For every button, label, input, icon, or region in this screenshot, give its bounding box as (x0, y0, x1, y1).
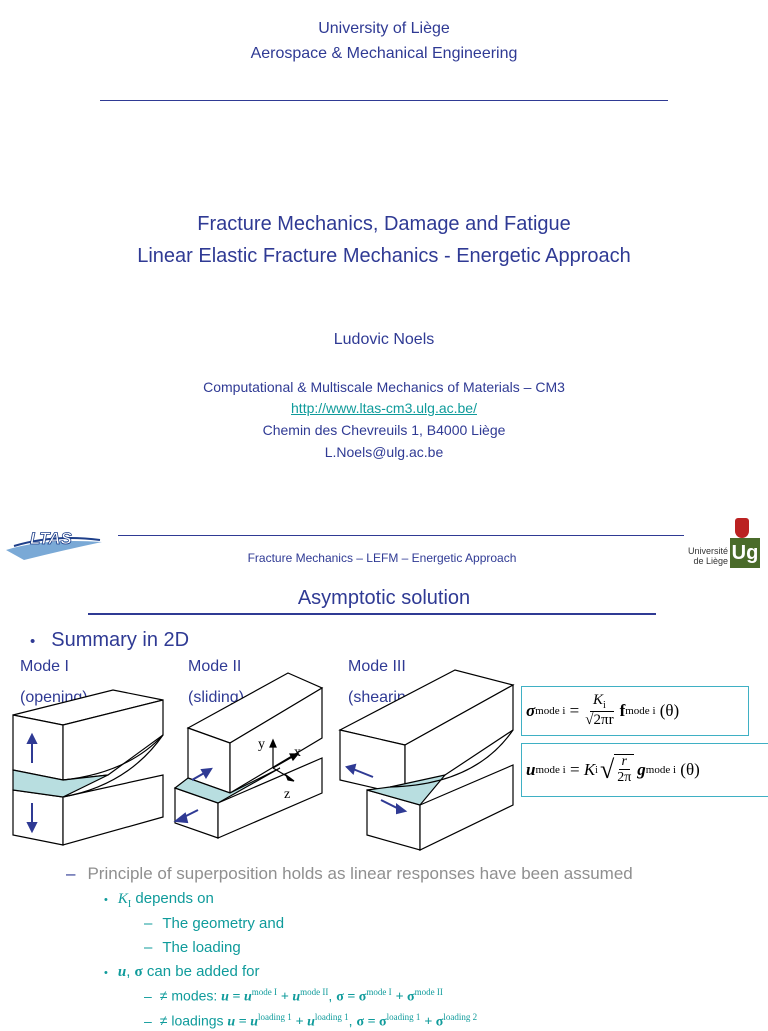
bullet-icon: • (30, 633, 36, 650)
ulg-mark: Ug (730, 538, 760, 568)
lab-address: Chemin des Chevreuils 1, B4000 Liège (262, 422, 506, 438)
mode2-desc: (sliding) (188, 689, 245, 706)
mode3-name: Mode III (348, 658, 406, 675)
slide-title: Asymptotic solution (297, 587, 471, 609)
mode3-arrow-upper-icon (345, 763, 374, 778)
ulg-logo-text: Université de Liège (687, 546, 728, 566)
svg-text:y: y (258, 737, 265, 752)
mode3-arrow-lower-icon (380, 799, 408, 815)
lecture-title: Linear Elastic Fracture Mechanics - Ener… (137, 245, 631, 267)
modes-superposition: –≠ modes: u = umode I + umode II, σ = σm… (144, 987, 443, 1005)
lab-name: Computational & Multiscale Mechanics of … (203, 379, 565, 395)
mode1-arrow-down-icon (26, 803, 38, 834)
mode2-arrow-lower-icon (173, 809, 199, 824)
bullet-summary: •Summary in 2D (30, 629, 190, 651)
lab-url-link[interactable]: http://www.ltas-cm3.ulg.ac.be/ (291, 400, 477, 416)
department-name: Aerospace & Mechanical Engineering (250, 45, 518, 62)
k-item-loading: –The loading (144, 939, 241, 956)
axes-icon (269, 738, 300, 782)
ulg-seal-icon (735, 518, 749, 538)
slide-header-subtitle: Fracture Mechanics – LEFM – Energetic Ap… (247, 551, 517, 565)
mode1-arrow-up-icon (26, 732, 38, 763)
slide-header-rule (118, 535, 684, 536)
u-sigma-line: •u, σ can be added for (104, 963, 260, 980)
lab-url-line: http://www.ltas-cm3.ulg.ac.be/ (0, 400, 768, 416)
course-title: Fracture Mechanics, Damage and Fatigue (197, 213, 571, 235)
title-divider (100, 100, 668, 101)
mode2-arrow-upper-icon (191, 767, 213, 781)
superposition-line: –Principle of superposition holds as lin… (66, 864, 633, 883)
author-email: L.Noels@ulg.ac.be (324, 444, 444, 460)
k-item-geometry: –The geometry and (144, 915, 285, 932)
loadings-superposition: –≠ loadings u = uloading 1 + uloading 1,… (144, 1012, 478, 1030)
mode1-name: Mode I (20, 658, 69, 675)
svg-text:x: x (294, 745, 301, 760)
svg-text:LTAS: LTAS (30, 529, 73, 548)
author-name: Ludovic Noels (333, 331, 435, 348)
mode2-name: Mode II (188, 658, 242, 675)
ulg-logo: Université de Liège Ug (684, 516, 768, 576)
mode1-diagram (12, 689, 164, 846)
slide-title-underline (88, 613, 656, 615)
ltas-logo: LTAS (4, 520, 104, 566)
mode3-diagram (338, 669, 515, 851)
university-name: University of Liège (318, 20, 450, 37)
k-depends-line: •KI depends on (104, 890, 214, 910)
svg-text:z: z (284, 787, 290, 802)
mode2-diagram: y x z (173, 672, 324, 839)
